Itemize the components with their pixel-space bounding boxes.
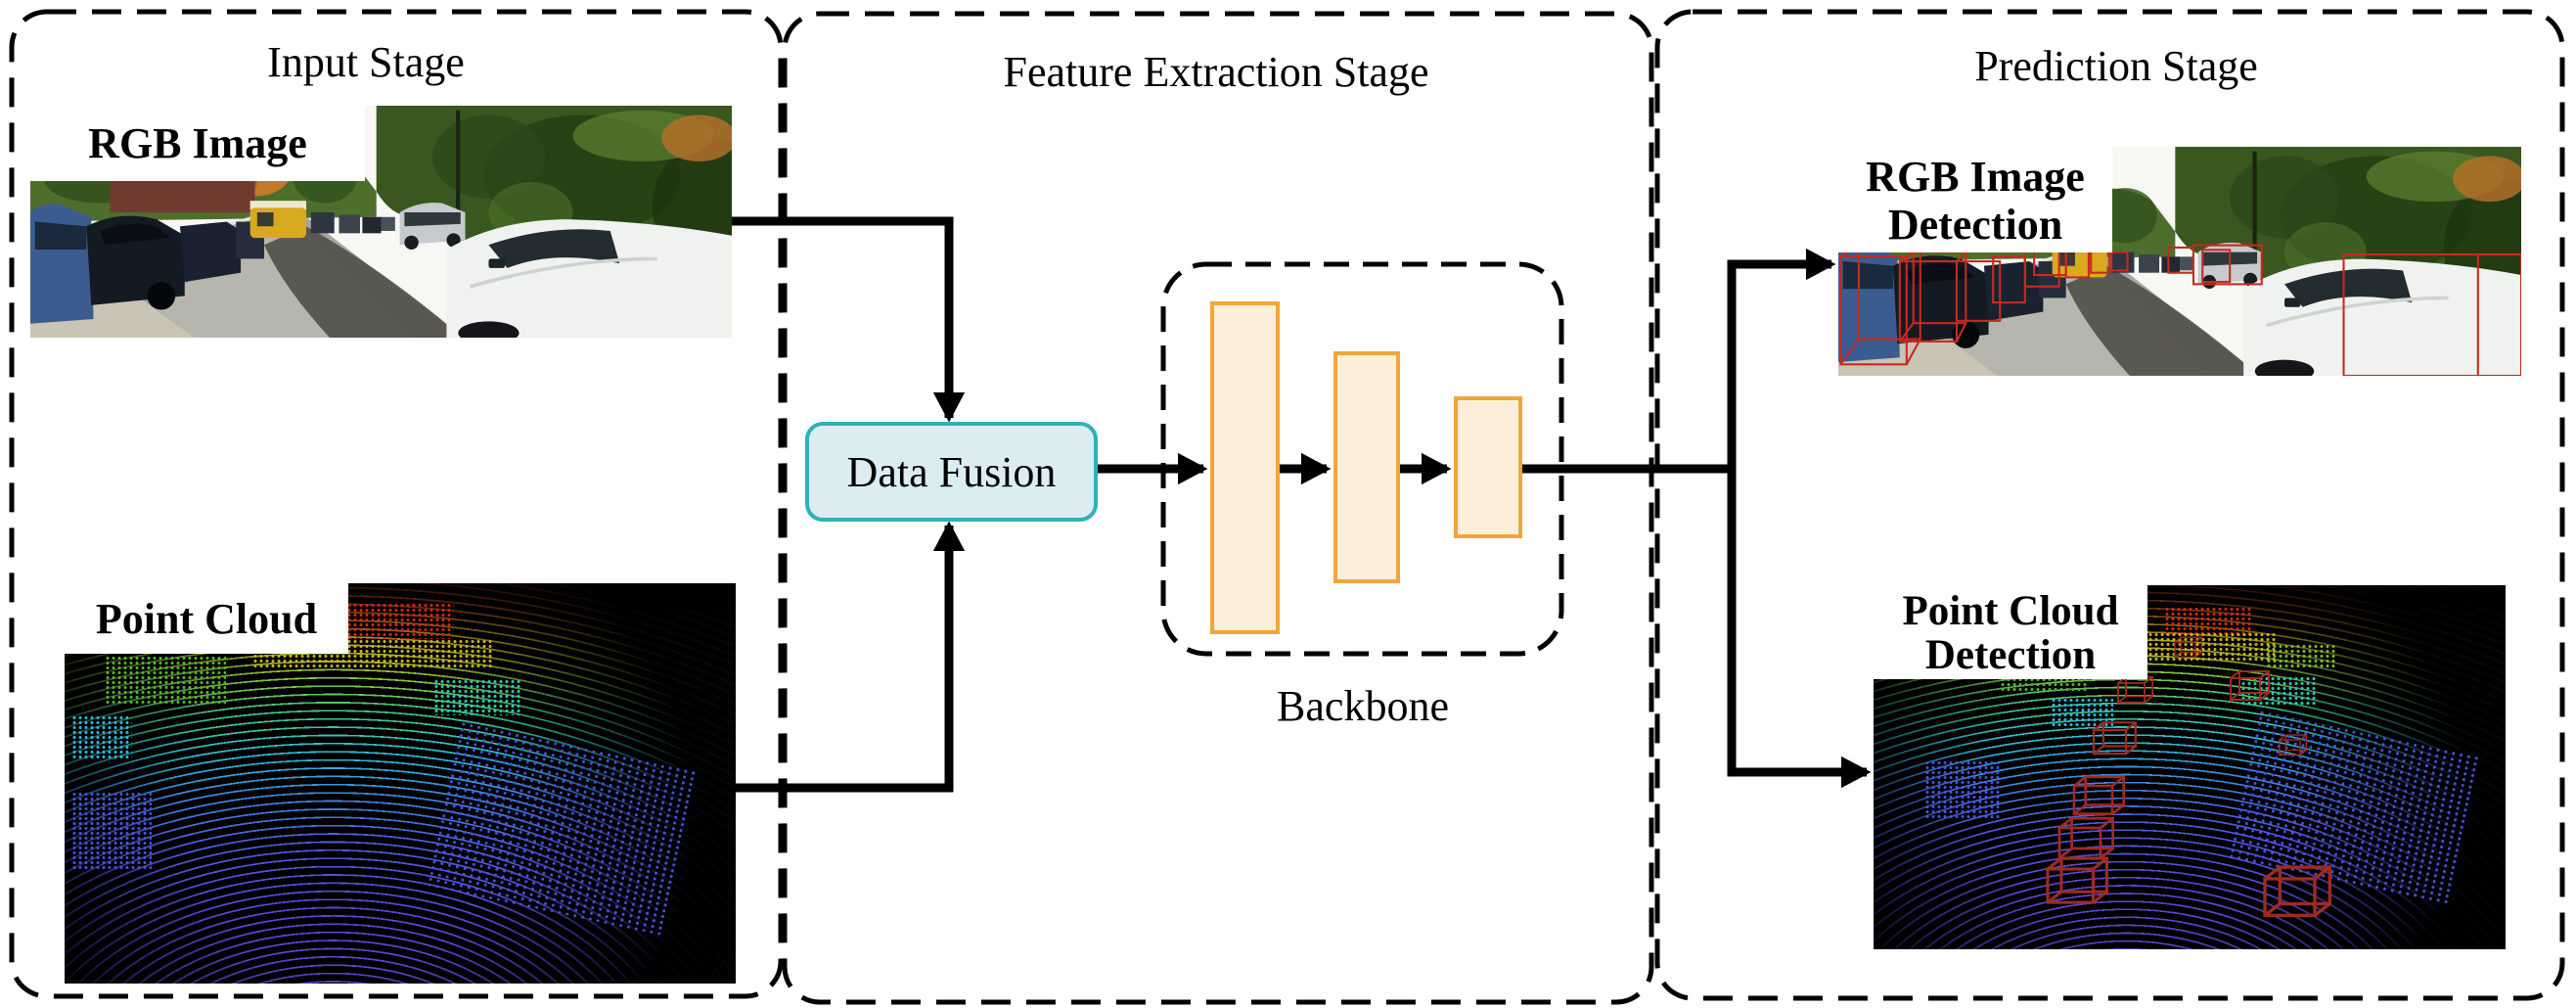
lidar-red-points: [346, 603, 454, 640]
backbone-layer-2: [1333, 351, 1400, 583]
point-cloud-detection-label-line1: Point Cloud: [1902, 588, 2119, 634]
lidar-blue-points-left: [70, 791, 153, 872]
rgb-detection-label-box: RGB Image Detection: [1838, 147, 2112, 252]
data-fusion-node: Data Fusion: [805, 422, 1098, 522]
point-cloud-label: Point Cloud: [95, 594, 318, 643]
arrow-rgb-to-fusion: [732, 216, 966, 423]
backbone-label: Backbone: [1277, 682, 1449, 730]
rgb-detection-thumbnail: RGB Image Detection: [1838, 147, 2521, 376]
arrow-pointcloud-to-fusion: [736, 521, 966, 793]
point-cloud-label-box: Point Cloud: [65, 583, 348, 654]
input-stage-title: Input Stage: [267, 38, 465, 86]
lidar-cyan-points: [70, 714, 132, 759]
rgb-image-label: RGB Image: [88, 119, 307, 167]
rgb-detection-label-line1: RGB Image: [1866, 153, 2085, 201]
point-cloud-detection-thumbnail: Point Cloud Detection: [1874, 585, 2506, 949]
rgb-detection-label-line2: Detection: [1887, 201, 2063, 249]
feature-extraction-stage-title: Feature Extraction Stage: [1003, 48, 1429, 96]
data-fusion-label: Data Fusion: [846, 447, 1057, 496]
prediction-stage-title: Prediction Stage: [1974, 42, 2258, 90]
point-cloud-detection-label-line2: Detection: [1924, 632, 2097, 678]
point-cloud-detection-label-box: Point Cloud Detection: [1874, 585, 2147, 679]
rgb-image-label-box: RGB Image: [30, 106, 365, 181]
lidar-green-points: [105, 655, 226, 704]
lidar-teal-points: [433, 679, 521, 715]
backbone-layer-3: [1454, 396, 1522, 538]
rgb-image-thumbnail: RGB Image: [30, 106, 732, 338]
backbone-layer-1: [1210, 301, 1280, 634]
point-cloud-thumbnail: Point Cloud: [65, 583, 736, 984]
